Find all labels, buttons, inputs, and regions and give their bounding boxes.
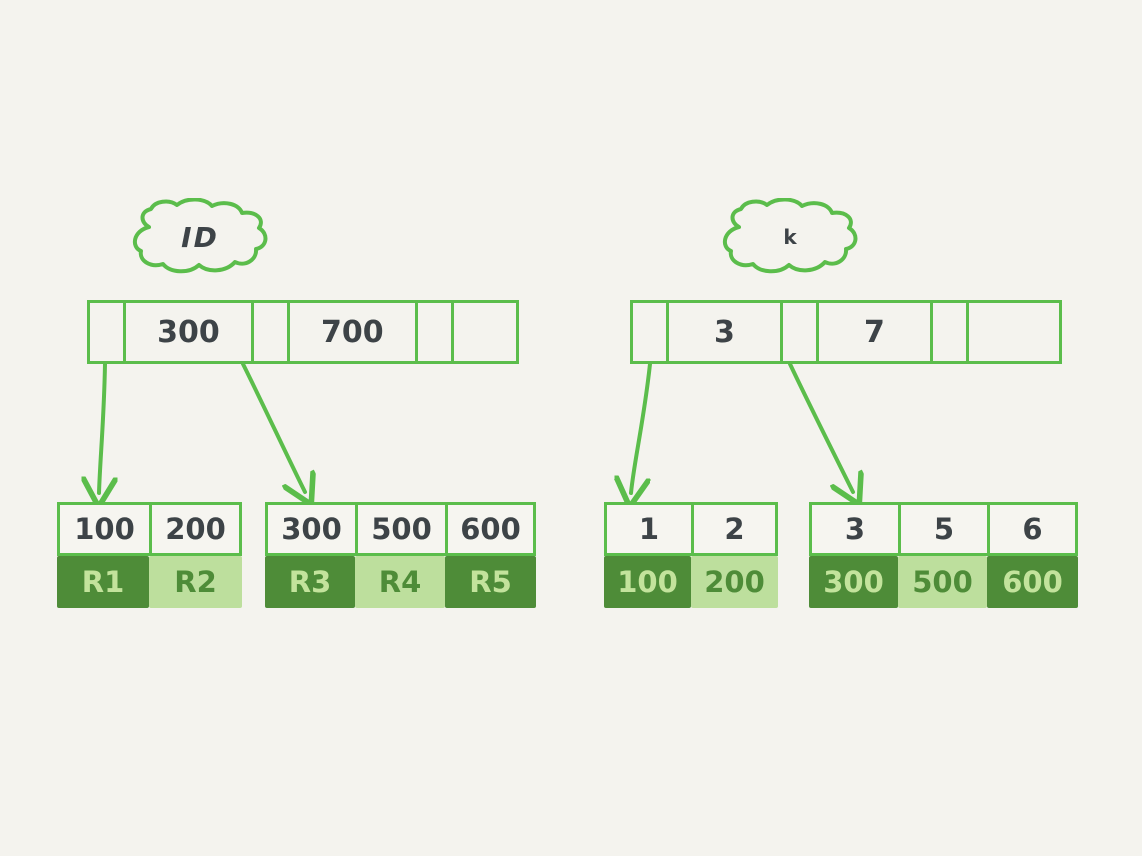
k-leaf-2-value-0: 300 bbox=[809, 556, 898, 608]
id-leaf-2-value-0: R3 bbox=[265, 556, 355, 608]
k-root-key-7: 7 bbox=[818, 303, 933, 361]
id-root-node: 300 700 bbox=[87, 300, 519, 364]
arrow-k-root-to-leaf-1 bbox=[631, 362, 652, 493]
cloud-label-k: k bbox=[783, 225, 797, 249]
id-leaf-node-1: 100 200 R1 R2 bbox=[57, 502, 242, 608]
id-leaf-2-key-0: 300 bbox=[268, 505, 358, 553]
k-leaf-1-value-row: 100 200 bbox=[604, 556, 778, 608]
k-leaf-2-key-row: 3 5 6 bbox=[809, 502, 1078, 556]
cloud-callout-k: k bbox=[715, 198, 865, 276]
k-leaf-2-value-1: 500 bbox=[898, 556, 987, 608]
k-leaf-1-value-1: 200 bbox=[691, 556, 778, 608]
id-root-key-300: 300 bbox=[126, 303, 254, 361]
k-leaf-1-key-1: 2 bbox=[694, 505, 775, 553]
id-leaf-2-value-row: R3 R4 R5 bbox=[265, 556, 536, 608]
id-leaf-2-key-1: 500 bbox=[358, 505, 448, 553]
id-leaf-2-value-2: R5 bbox=[445, 556, 536, 608]
id-leaf-1-key-row: 100 200 bbox=[57, 502, 242, 556]
k-leaf-2-key-0: 3 bbox=[812, 505, 901, 553]
k-root-pointer-1[interactable] bbox=[782, 303, 819, 361]
id-leaf-node-2: 300 500 600 R3 R4 R5 bbox=[265, 502, 536, 608]
k-leaf-1-key-row: 1 2 bbox=[604, 502, 778, 556]
id-root-key-700: 700 bbox=[289, 303, 418, 361]
cloud-callout-id: ID bbox=[125, 198, 275, 276]
k-leaf-2-key-2: 6 bbox=[990, 505, 1075, 553]
id-leaf-1-value-0: R1 bbox=[57, 556, 149, 608]
id-leaf-1-value-1: R2 bbox=[149, 556, 242, 608]
id-root-pointer-1[interactable] bbox=[253, 303, 290, 361]
k-root-key-3: 3 bbox=[669, 303, 783, 361]
id-root-empty-slot bbox=[453, 303, 516, 361]
id-leaf-2-key-2: 600 bbox=[448, 505, 533, 553]
id-leaf-2-value-1: R4 bbox=[355, 556, 445, 608]
id-leaf-1-value-row: R1 R2 bbox=[57, 556, 242, 608]
k-root-pointer-2[interactable] bbox=[932, 303, 969, 361]
k-leaf-node-2: 3 5 6 300 500 600 bbox=[809, 502, 1078, 608]
k-leaf-1-key-0: 1 bbox=[607, 505, 694, 553]
k-leaf-1-value-0: 100 bbox=[604, 556, 691, 608]
k-root-empty-slot bbox=[968, 303, 1059, 361]
k-leaf-2-value-row: 300 500 600 bbox=[809, 556, 1078, 608]
k-leaf-2-key-1: 5 bbox=[901, 505, 990, 553]
id-leaf-1-key-1: 200 bbox=[152, 505, 239, 553]
cloud-shape-icon bbox=[132, 198, 268, 274]
k-leaf-2-value-2: 600 bbox=[987, 556, 1078, 608]
cloud-shape-icon bbox=[722, 198, 858, 274]
id-root-pointer-2[interactable] bbox=[417, 303, 454, 361]
arrow-id-root-to-leaf-2 bbox=[241, 362, 305, 492]
arrow-id-root-to-leaf-1 bbox=[99, 362, 105, 493]
id-leaf-1-key-0: 100 bbox=[60, 505, 152, 553]
k-root-pointer-0[interactable] bbox=[633, 303, 669, 361]
k-leaf-node-1: 1 2 100 200 bbox=[604, 502, 778, 608]
arrow-k-root-to-leaf-2 bbox=[788, 362, 853, 492]
cloud-label-id: ID bbox=[181, 220, 219, 254]
id-leaf-2-key-row: 300 500 600 bbox=[265, 502, 536, 556]
id-root-pointer-0[interactable] bbox=[90, 303, 126, 361]
k-root-node: 3 7 bbox=[630, 300, 1062, 364]
